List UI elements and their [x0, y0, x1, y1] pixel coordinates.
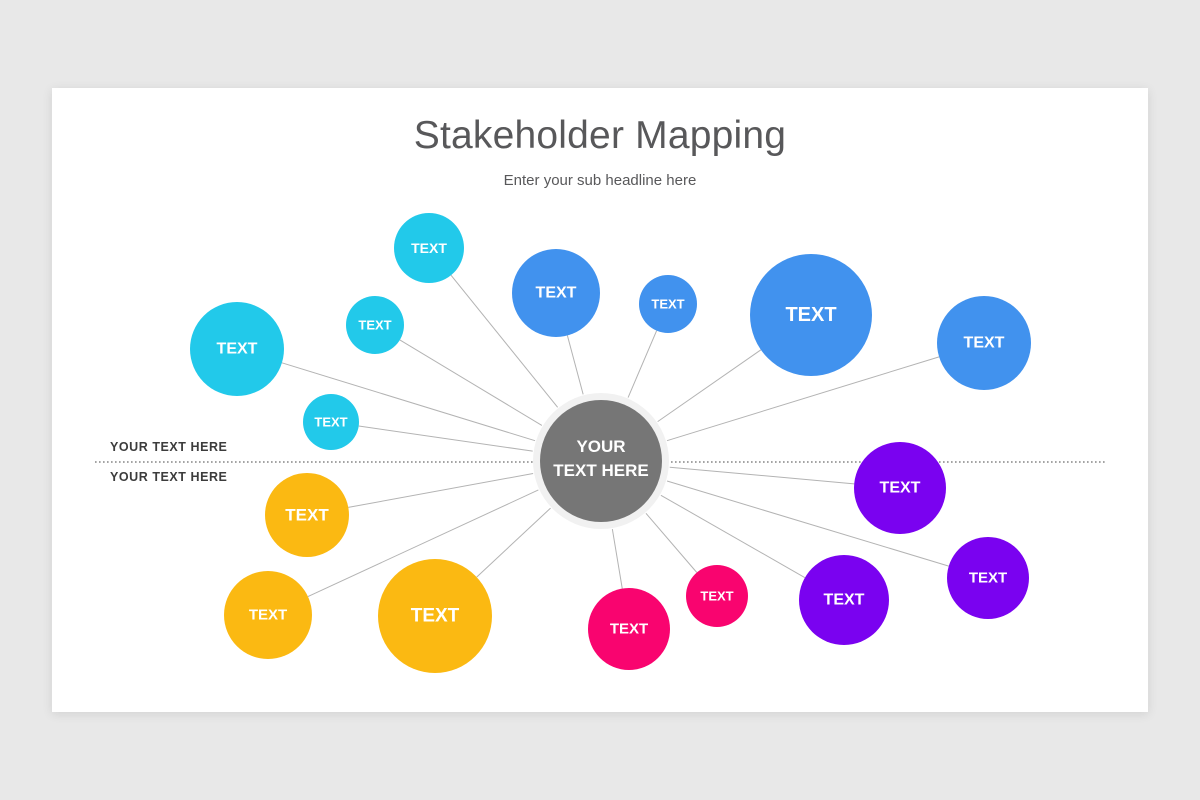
page-subtitle: Enter your sub headline here	[503, 172, 697, 189]
connector-line	[566, 335, 584, 395]
bubble-circle[interactable]	[639, 275, 697, 333]
bubble-circle[interactable]	[588, 588, 670, 670]
bubble-circle[interactable]	[346, 296, 404, 354]
axis-label-top: YOUR TEXT HERE	[110, 440, 228, 454]
bubble-node-purple[interactable]: TEXT	[947, 537, 1029, 619]
bubble-circle[interactable]	[750, 254, 872, 376]
connector-line	[666, 480, 949, 567]
bubble-node-cyan[interactable]: TEXT	[346, 296, 404, 354]
bubble-circle[interactable]	[303, 394, 359, 450]
connector-layer	[281, 274, 949, 597]
bubble-node-blue[interactable]: TEXT	[937, 296, 1031, 390]
bubble-node-cyan[interactable]: TEXT	[394, 213, 464, 283]
connector-line	[666, 356, 940, 442]
connector-line	[660, 494, 806, 579]
bubble-node-blue[interactable]: TEXT	[512, 249, 600, 337]
bubble-label: TEXT	[700, 589, 733, 604]
page-title: Stakeholder Mapping	[413, 114, 787, 157]
bubble-label: TEXT	[285, 506, 329, 525]
connector-line	[348, 472, 534, 508]
bubble-node-purple[interactable]: TEXT	[799, 555, 889, 645]
connector-line	[611, 528, 623, 589]
connector-line	[358, 425, 533, 452]
bubble-node-pink[interactable]: TEXT	[686, 565, 748, 627]
bubble-node-yellow[interactable]: TEXT	[224, 571, 312, 659]
hub-node-layer: YOUR TEXT HERE	[533, 393, 669, 529]
bubble-circle[interactable]	[947, 537, 1029, 619]
bubble-label: TEXT	[217, 341, 258, 358]
bubble-circle[interactable]	[190, 302, 284, 396]
bubble-node-yellow[interactable]: TEXT	[265, 473, 349, 557]
bubble-label: TEXT	[411, 240, 447, 256]
hub-circle[interactable]	[540, 400, 662, 522]
slide-card: Stakeholder Mapping Enter your sub headl…	[52, 88, 1148, 712]
connector-line	[627, 330, 658, 398]
bubble-node-pink[interactable]: TEXT	[588, 588, 670, 670]
connector-line	[657, 349, 762, 423]
hub-label-line2: TEXT HERE	[553, 461, 648, 480]
connector-line	[450, 274, 559, 408]
bubble-label: TEXT	[824, 592, 865, 609]
connector-line	[307, 489, 539, 597]
bubble-circle[interactable]	[799, 555, 889, 645]
bubble-circle[interactable]	[854, 442, 946, 534]
bubble-node-blue[interactable]: TEXT	[639, 275, 697, 333]
bubble-node-cyan[interactable]: TEXT	[190, 302, 284, 396]
connector-line	[399, 339, 543, 426]
bubble-node-yellow[interactable]: TEXT	[378, 559, 492, 673]
bubble-circle[interactable]	[686, 565, 748, 627]
connector-line	[281, 362, 536, 442]
axis-label-bottom: YOUR TEXT HERE	[110, 470, 228, 484]
hub-label-line1: YOUR	[576, 437, 625, 456]
bubble-circle[interactable]	[937, 296, 1031, 390]
bubble-node-layer: TEXT TEXT TEXT TEXT TEXT TEXT TEXT TEXT TEXT TEXT…	[190, 213, 1031, 673]
connector-line	[476, 507, 551, 578]
bubble-label: TEXT	[314, 415, 347, 430]
bubble-circle[interactable]	[265, 473, 349, 557]
bubble-node-purple[interactable]: TEXT	[854, 442, 946, 534]
stakeholder-bubble-diagram: TEXT TEXT TEXT TEXT TEXT TEXT TEXT TEXT TEXT TEXT…	[95, 213, 1105, 673]
bubble-circle[interactable]	[394, 213, 464, 283]
bubble-circle[interactable]	[512, 249, 600, 337]
bubble-label: TEXT	[610, 621, 648, 638]
bubble-label: TEXT	[411, 606, 460, 627]
connector-line	[669, 466, 855, 485]
bubble-label: TEXT	[358, 318, 391, 333]
bubble-circle[interactable]	[224, 571, 312, 659]
bubble-label: TEXT	[651, 297, 684, 312]
bubble-label: TEXT	[880, 480, 921, 497]
bubble-circle[interactable]	[378, 559, 492, 673]
bubble-node-cyan[interactable]: TEXT	[303, 394, 359, 450]
bubble-label: TEXT	[964, 335, 1005, 352]
bubble-label: TEXT	[536, 285, 577, 302]
bubble-label: TEXT	[249, 607, 287, 624]
bubble-label: TEXT	[785, 304, 836, 326]
bubble-node-blue[interactable]: TEXT	[750, 254, 872, 376]
bubble-label: TEXT	[969, 570, 1007, 587]
connector-line	[645, 513, 698, 573]
